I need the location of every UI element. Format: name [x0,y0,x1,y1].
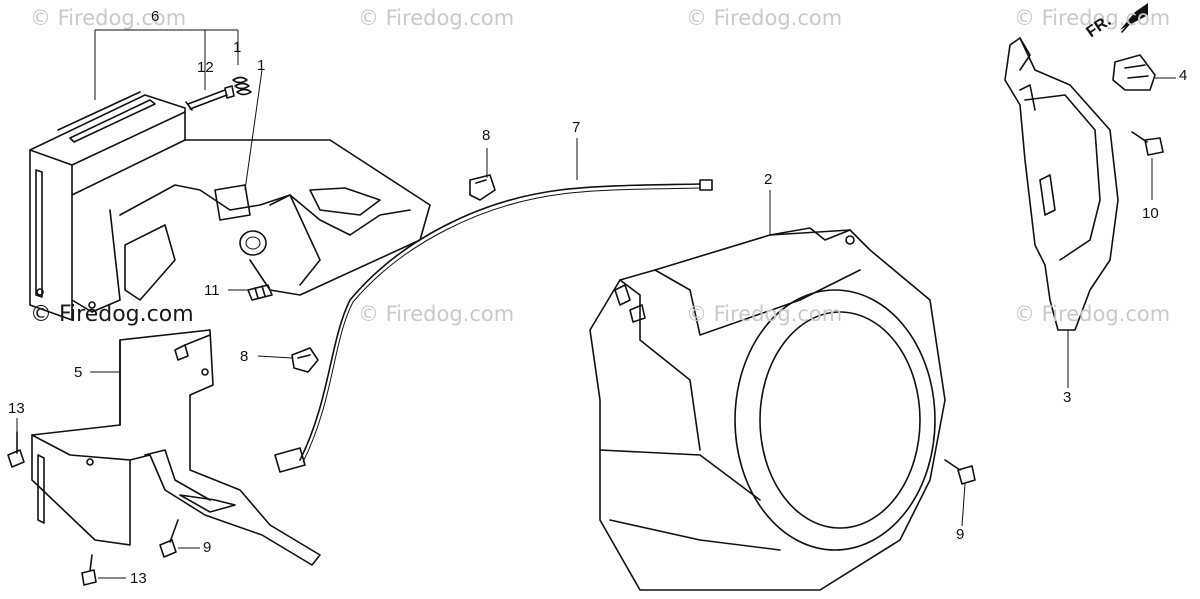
bolts-13 [7,431,97,586]
cable-7-shape [274,179,713,473]
bolt-10-shape [1131,131,1164,156]
side-plate-3 [1004,37,1119,331]
callout-5: 5 [74,364,83,381]
clamp-8-middle [291,347,319,373]
fan-cover-2 [589,227,946,591]
callout-4: 4 [1179,67,1188,84]
watermark: © Firedog.com [686,302,843,326]
front-arrow-icon [1120,3,1148,30]
leader-lines [16,29,1176,579]
clip-4-shape [1112,54,1156,91]
callout-8-middle: 8 [240,348,249,365]
bolt-9-left-shape [159,519,179,558]
shroud-upper-left [29,91,431,321]
clip-11-shape [247,284,273,301]
spring-and-screw [185,76,252,111]
bracket-lower-left [31,329,321,566]
watermark: © Firedog.com [686,6,843,30]
callout-3: 3 [1063,389,1072,406]
callout-10: 10 [1142,205,1159,222]
callout-13-bottom: 13 [130,570,147,587]
callout-7: 7 [572,119,581,136]
callout-13-left: 13 [8,400,25,417]
clamp-8-top [469,174,496,201]
callout-1-lower: 1 [257,57,266,74]
callout-6: 6 [151,8,160,25]
callout-9-left: 9 [203,539,212,556]
watermark: © Firedog.com [358,6,515,30]
bolt-9-right-shape [944,459,976,485]
watermark: © Firedog.com [1014,302,1171,326]
callout-2: 2 [764,171,773,188]
watermark: © Firedog.com [1014,6,1171,30]
callout-8-top: 8 [482,127,491,144]
callout-11: 11 [204,282,220,299]
callout-12: 12 [197,59,214,76]
callout-1-top: 1 [233,39,242,56]
watermark: © Firedog.com [30,302,194,327]
watermark: © Firedog.com [30,6,187,30]
watermark: © Firedog.com [358,302,515,326]
callout-9-right: 9 [956,526,965,543]
